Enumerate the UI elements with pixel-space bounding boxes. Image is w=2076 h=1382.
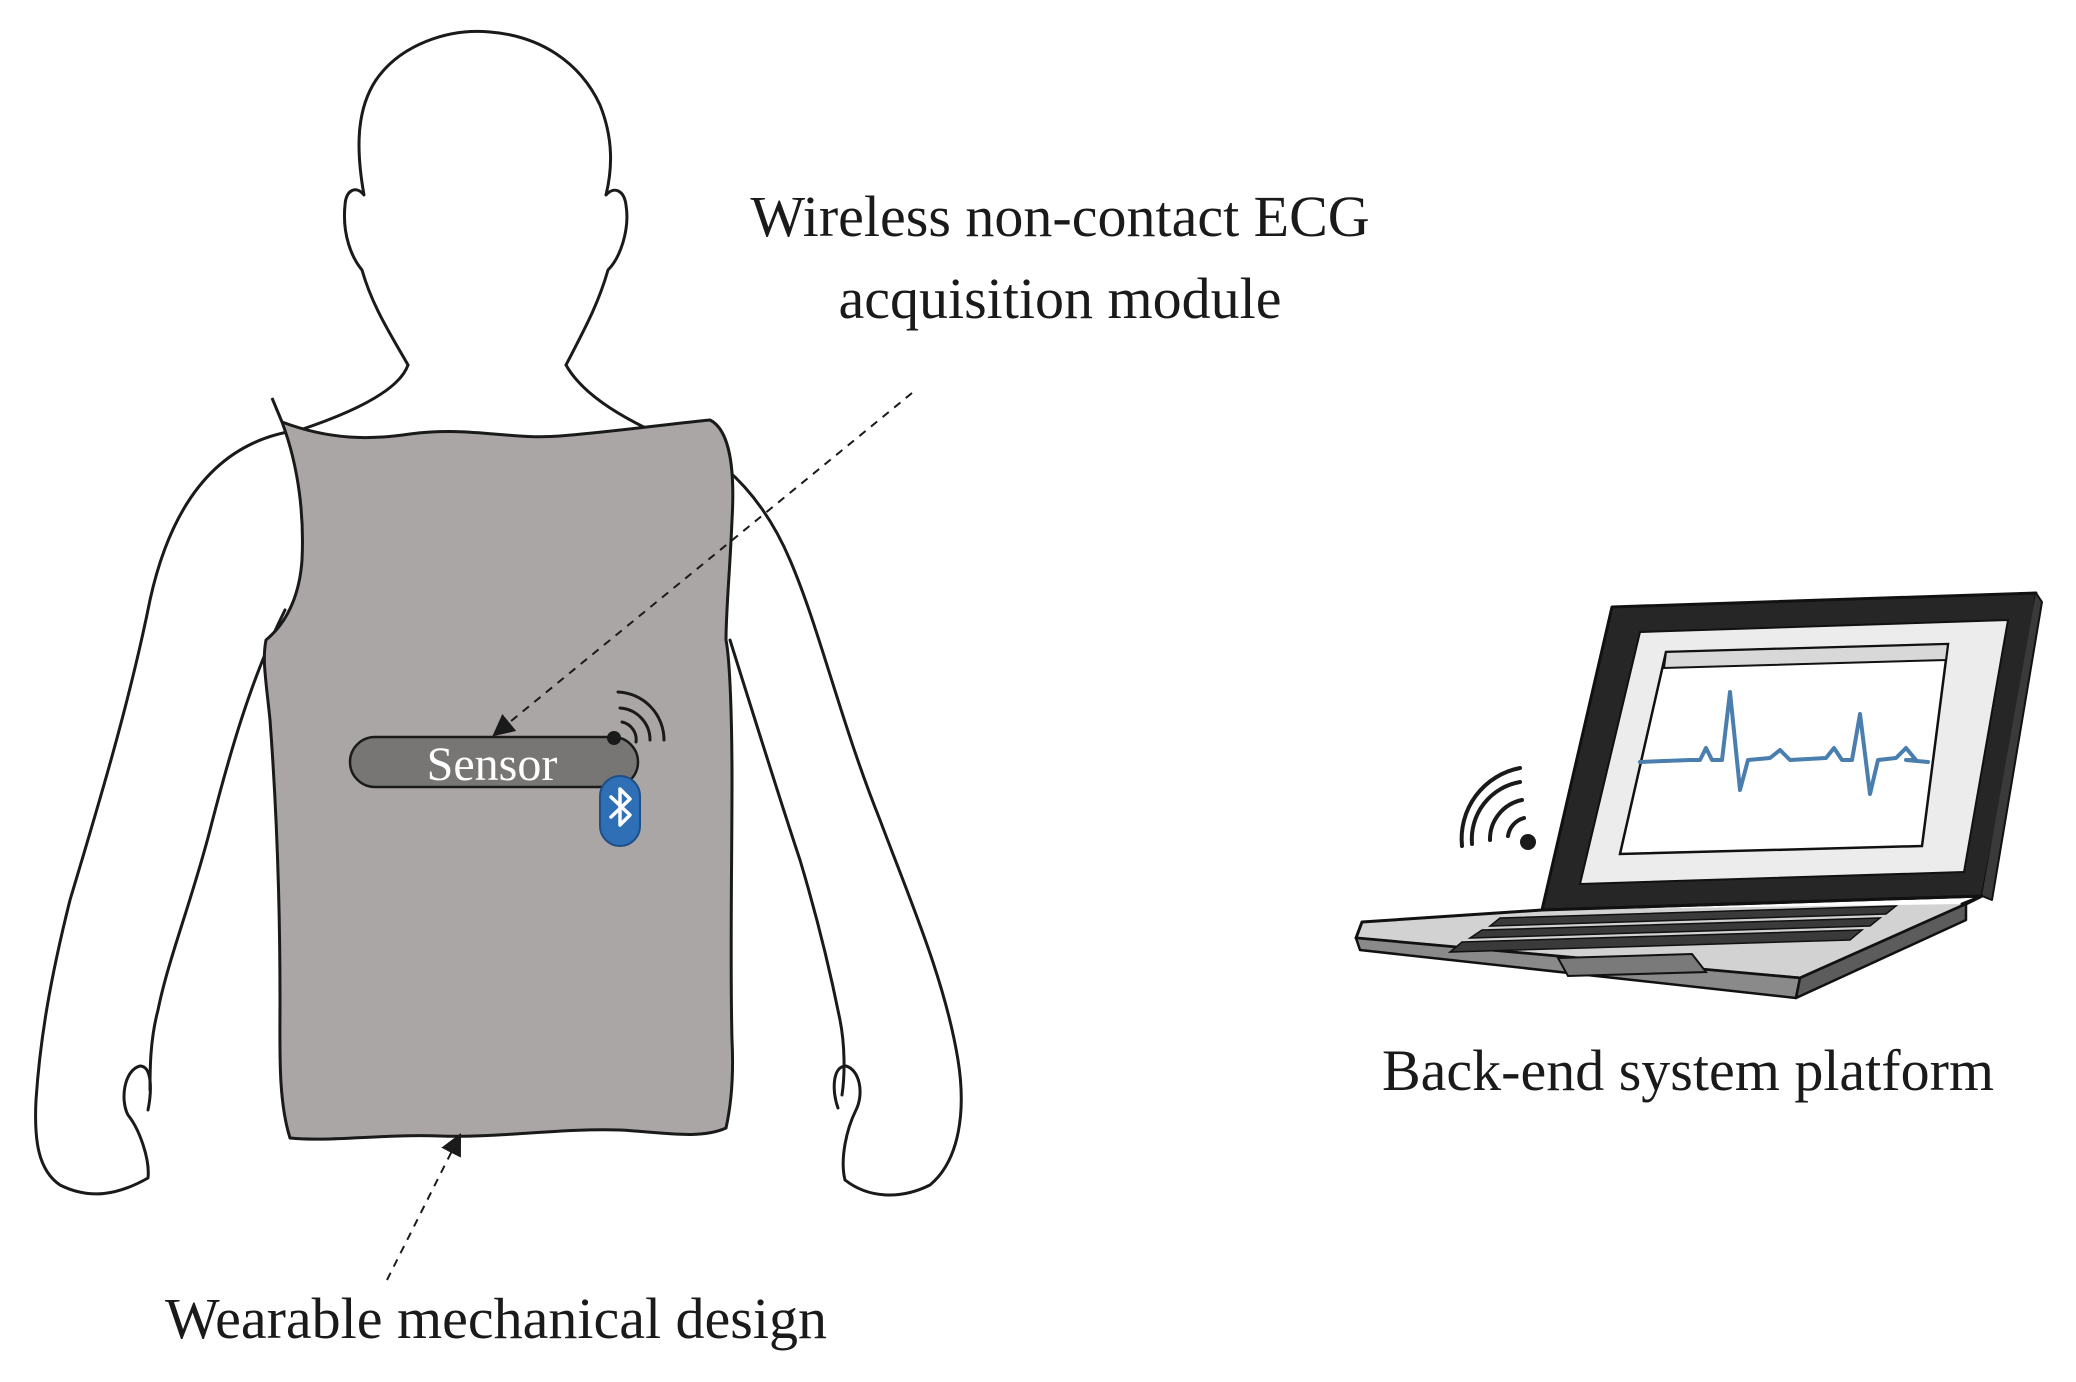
module-label-line1: Wireless non-contact ECG bbox=[750, 184, 1369, 249]
laptop-wireless-signal-icon bbox=[1459, 766, 1526, 848]
wearable-label: Wearable mechanical design bbox=[165, 1286, 827, 1351]
left-inner-arm bbox=[148, 608, 287, 1092]
laptop-touchpad bbox=[1556, 952, 1708, 978]
human-figure bbox=[34, 29, 963, 1197]
bluetooth-icon bbox=[599, 775, 641, 847]
module-label-line2: acquisition module bbox=[839, 266, 1282, 331]
sensor-band bbox=[348, 735, 640, 789]
laptop-antenna-dot bbox=[1520, 834, 1536, 850]
module-pointer-arrow bbox=[492, 392, 913, 737]
app-window-titlebar bbox=[1662, 642, 1950, 670]
right-arm bbox=[648, 428, 963, 1197]
vest-strap bbox=[270, 397, 284, 423]
sensor-antenna-dot bbox=[607, 731, 621, 745]
laptop bbox=[1354, 591, 2043, 1000]
ecg-waveform-icon bbox=[1638, 690, 1930, 796]
left-arm bbox=[34, 428, 302, 1196]
right-inner-arm bbox=[728, 638, 846, 1097]
head-outline bbox=[342, 29, 629, 367]
laptop-keyboard bbox=[1447, 905, 1899, 953]
neck-left bbox=[298, 363, 410, 432]
neck-right bbox=[564, 363, 652, 432]
backend-label: Back-end system platform bbox=[1382, 1038, 1994, 1103]
app-window bbox=[1618, 642, 1950, 856]
laptop-screen-edge bbox=[1981, 592, 2043, 901]
sensor-label: Sensor bbox=[427, 738, 558, 791]
wearable-pointer-arrow bbox=[386, 1133, 461, 1281]
wireless-signal-icon bbox=[616, 690, 666, 744]
laptop-base-side bbox=[1794, 902, 1968, 1000]
